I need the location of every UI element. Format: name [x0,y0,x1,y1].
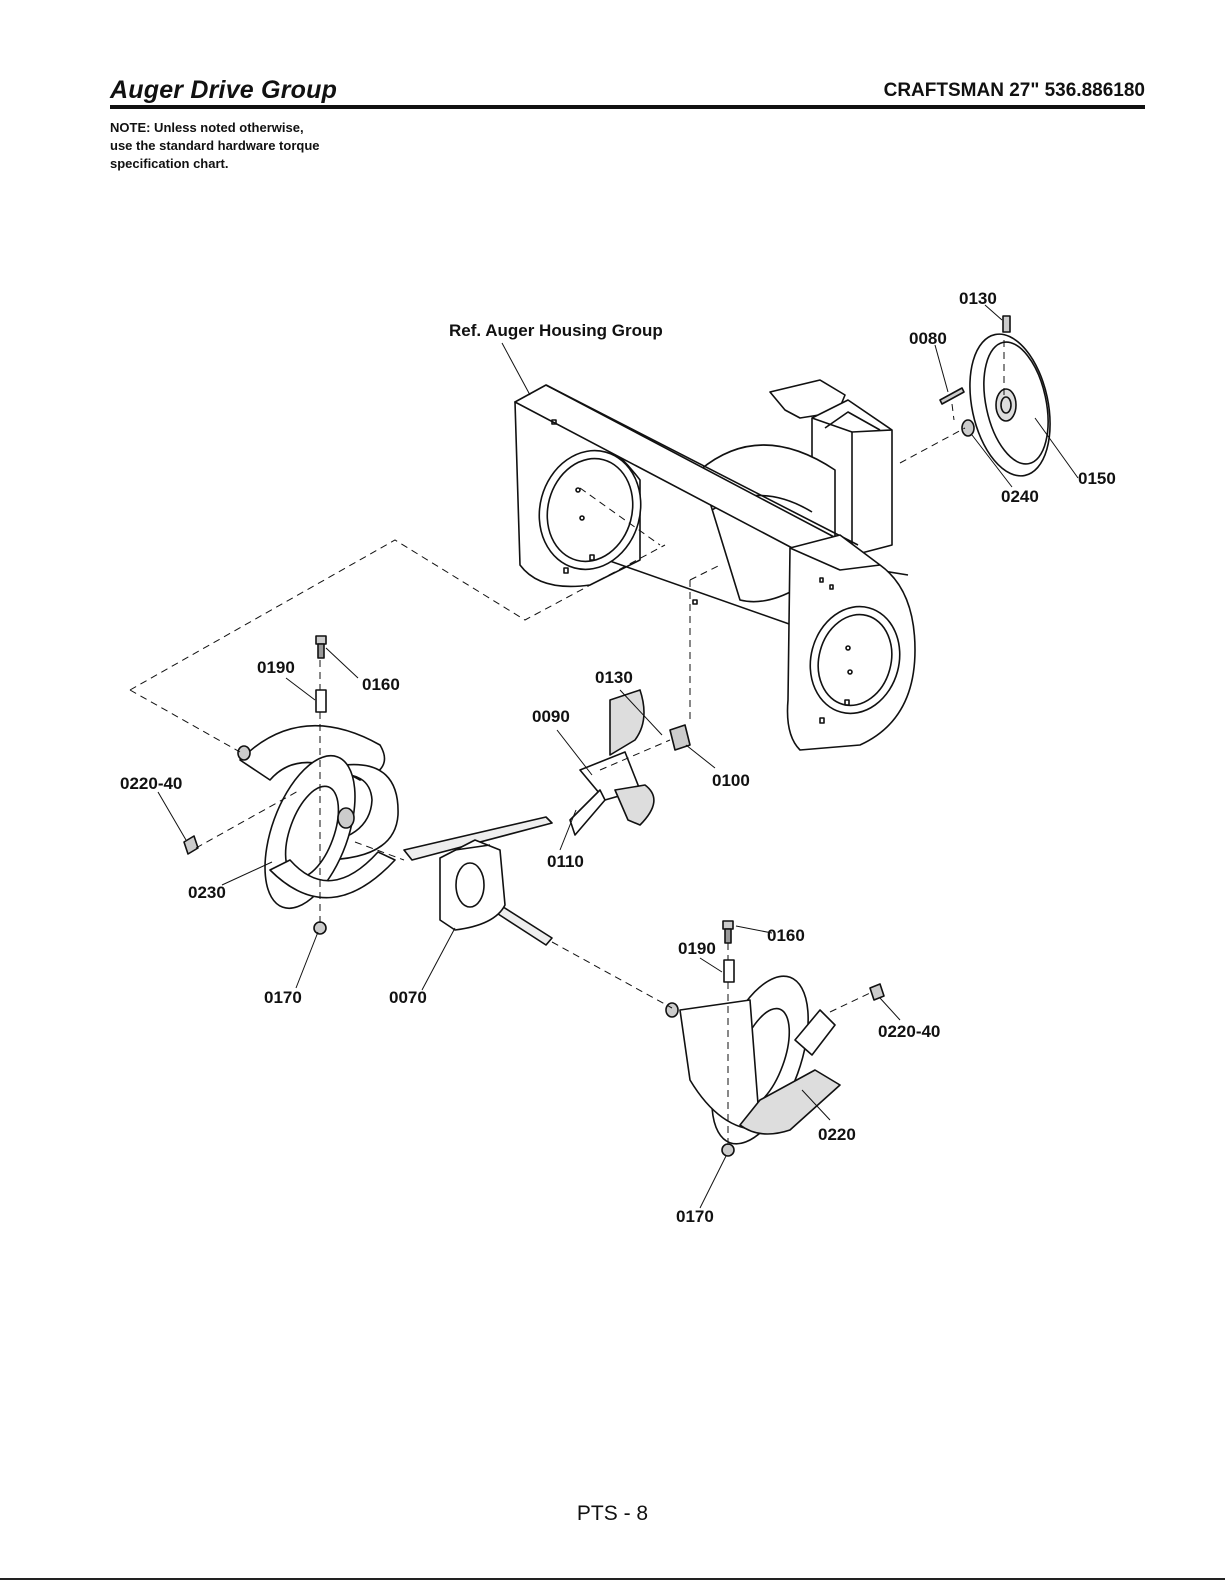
gear-case-and-shaft [404,817,552,945]
auger-housing [515,380,915,750]
label-0160-right: 0160 [767,926,805,945]
label-0160-left: 0160 [362,675,400,694]
label-0220: 0220 [818,1125,856,1144]
label-0150: 0150 [1078,469,1116,488]
label-ref-auger-housing: Ref. Auger Housing Group [449,321,663,340]
label-0170-left: 0170 [264,988,302,1007]
label-0190-left: 0190 [257,658,295,677]
label-0070: 0070 [389,988,427,1007]
label-0110: 0110 [547,852,584,871]
label-0130-top: 0130 [959,289,997,308]
label-0080: 0080 [909,329,947,348]
pulley-assembly [940,316,1062,483]
label-0090: 0090 [532,707,570,726]
page-number: PTS - 8 [0,1502,1225,1526]
label-0100: 0100 [712,771,750,790]
label-0240: 0240 [1001,487,1039,506]
impeller [570,690,690,835]
label-0230: 0230 [188,883,226,902]
label-0170-right: 0170 [676,1207,714,1226]
label-0130-mid: 0130 [595,668,633,687]
footer-rule [0,1578,1225,1580]
label-0220-40-right: 0220-40 [878,1022,940,1041]
label-0190-right: 0190 [678,939,716,958]
label-0220-40-left: 0220-40 [120,774,182,793]
